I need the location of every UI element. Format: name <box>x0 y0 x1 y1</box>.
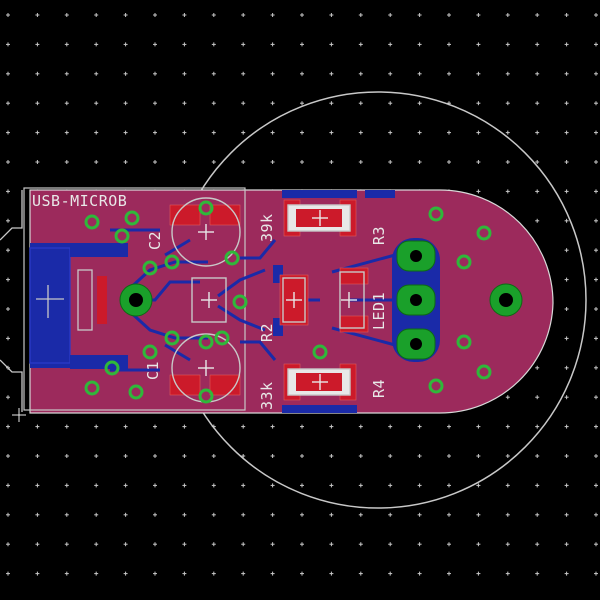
origin-marker <box>12 408 26 422</box>
via-ring-icon <box>312 344 328 360</box>
plus-cross-icon <box>198 210 357 390</box>
via-ring-icon <box>164 330 180 346</box>
via-ring-icon <box>456 334 472 350</box>
via-ring-icon <box>198 388 214 404</box>
via-ring-icon <box>84 380 100 396</box>
via-ring-icon <box>198 200 214 216</box>
via-ring-icon <box>124 210 140 226</box>
via-ring-icon <box>104 360 120 376</box>
via-ring-icon <box>214 330 230 346</box>
via-ring-icon <box>128 384 144 400</box>
r3-label: R3 <box>370 226 388 245</box>
r3-value-label: 39k <box>258 213 276 242</box>
led1-label: LED1 <box>370 292 388 330</box>
header-pads <box>392 238 440 362</box>
copper-pours <box>273 190 395 413</box>
usb-connector <box>0 190 128 412</box>
via-ring-icon <box>142 260 158 276</box>
via-ring-icon <box>142 344 158 360</box>
usb-label: USB-MICROB <box>32 192 127 210</box>
via-ring-icon <box>84 214 100 230</box>
via-ring-icon <box>476 225 492 241</box>
mounting-hole-icon <box>119 283 523 317</box>
r4-label: R4 <box>370 379 388 398</box>
via-ring-icon <box>224 250 240 266</box>
r2-label: R2 <box>258 323 276 342</box>
via-ring-icon <box>198 334 214 350</box>
via-ring-icon <box>114 228 130 244</box>
c1-label: C1 <box>144 361 162 380</box>
via-ring-icon <box>164 254 180 270</box>
via-ring-icon <box>428 206 444 222</box>
via-ring-icon <box>84 200 492 404</box>
via-ring-icon <box>232 294 248 310</box>
r4-value-label: 33k <box>258 381 276 410</box>
c2-label: C2 <box>146 231 164 250</box>
via-ring-icon <box>456 254 472 270</box>
via-ring-icon <box>428 378 444 394</box>
via-ring-icon <box>476 364 492 380</box>
